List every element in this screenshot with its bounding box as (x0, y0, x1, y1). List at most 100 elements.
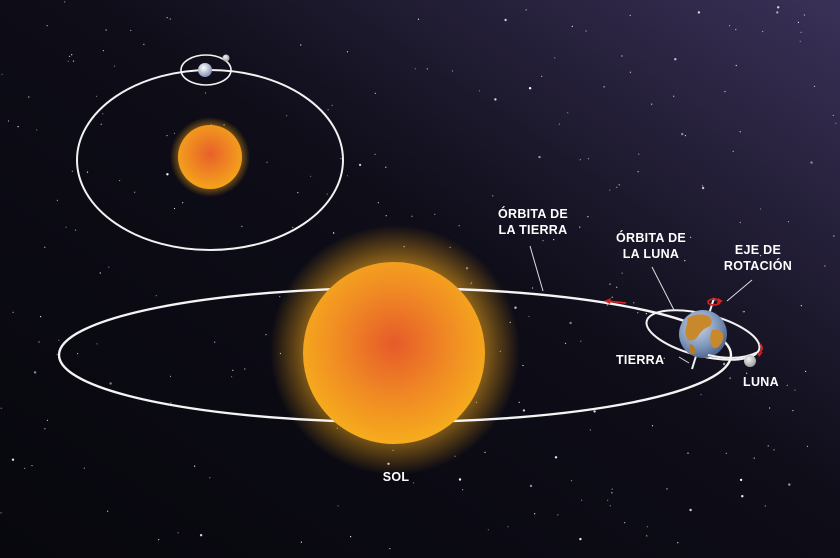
star (413, 482, 415, 484)
star (182, 202, 184, 204)
star (33, 371, 37, 374)
star (426, 68, 428, 70)
star (529, 484, 533, 488)
star (44, 246, 46, 248)
star (71, 170, 73, 172)
star (173, 132, 176, 134)
star (579, 159, 581, 161)
star (69, 55, 71, 58)
star (570, 480, 573, 482)
star (806, 445, 809, 447)
star (333, 232, 335, 234)
star (113, 65, 116, 67)
star (173, 207, 176, 210)
star (579, 537, 582, 541)
star (724, 91, 726, 93)
star (214, 341, 216, 343)
star (385, 166, 387, 168)
star (102, 50, 104, 52)
star (504, 18, 507, 22)
star (832, 114, 835, 116)
star (389, 548, 391, 550)
star (800, 305, 802, 307)
star (585, 30, 587, 32)
star (534, 513, 536, 515)
star (31, 465, 33, 467)
star (538, 155, 541, 159)
moon-orbit-front (707, 351, 759, 359)
star (700, 394, 702, 396)
star (194, 465, 196, 467)
star (310, 175, 312, 177)
star (266, 161, 268, 163)
star (204, 92, 207, 94)
star (739, 221, 741, 224)
star (56, 199, 59, 201)
star (651, 425, 654, 427)
star (810, 161, 813, 164)
star (67, 60, 69, 62)
star (638, 153, 640, 155)
star (645, 313, 648, 315)
star (753, 457, 755, 459)
star (38, 341, 40, 343)
star (169, 375, 172, 377)
earth-label: TIERRA (616, 353, 665, 367)
star (701, 185, 704, 187)
star (776, 11, 779, 14)
star (46, 25, 48, 27)
star (166, 135, 168, 137)
star (558, 123, 561, 125)
star (764, 505, 766, 507)
star (554, 456, 558, 459)
rotation-arrow (707, 298, 723, 306)
star (337, 505, 339, 507)
star (12, 311, 14, 313)
star (689, 508, 692, 512)
star (697, 11, 701, 14)
star (769, 407, 771, 409)
star (143, 43, 145, 46)
moon-direction-arrow (757, 343, 763, 357)
star (28, 96, 30, 98)
earth-icon (679, 310, 727, 358)
moon-orbit-label: ÓRBITA DE LA LUNA (615, 231, 687, 261)
star (580, 340, 582, 342)
inset-earth-icon (198, 63, 212, 77)
star (105, 29, 107, 31)
star (607, 499, 609, 501)
star (166, 173, 169, 176)
star (434, 213, 436, 215)
star (553, 239, 555, 241)
star (557, 514, 559, 516)
star (833, 235, 835, 237)
star (46, 419, 49, 421)
star (331, 104, 333, 106)
star (522, 409, 526, 412)
star (799, 40, 801, 43)
star (417, 18, 420, 20)
moon-orbit-pointer (651, 266, 675, 311)
star (687, 452, 689, 454)
star (651, 103, 653, 105)
star (479, 90, 481, 92)
star (759, 208, 762, 210)
star (788, 483, 791, 486)
star (741, 495, 744, 498)
star (722, 362, 726, 366)
star (346, 51, 349, 53)
star (492, 195, 494, 197)
star (621, 272, 623, 274)
star (56, 353, 58, 355)
rotation-axis-pointer (726, 279, 753, 302)
star (746, 372, 748, 374)
star (326, 193, 328, 195)
star (451, 70, 454, 72)
star (494, 98, 497, 101)
star (739, 478, 743, 482)
inset-diagram (76, 54, 344, 251)
star (58, 339, 60, 341)
inset-moon-icon (222, 54, 230, 62)
star (528, 87, 532, 90)
